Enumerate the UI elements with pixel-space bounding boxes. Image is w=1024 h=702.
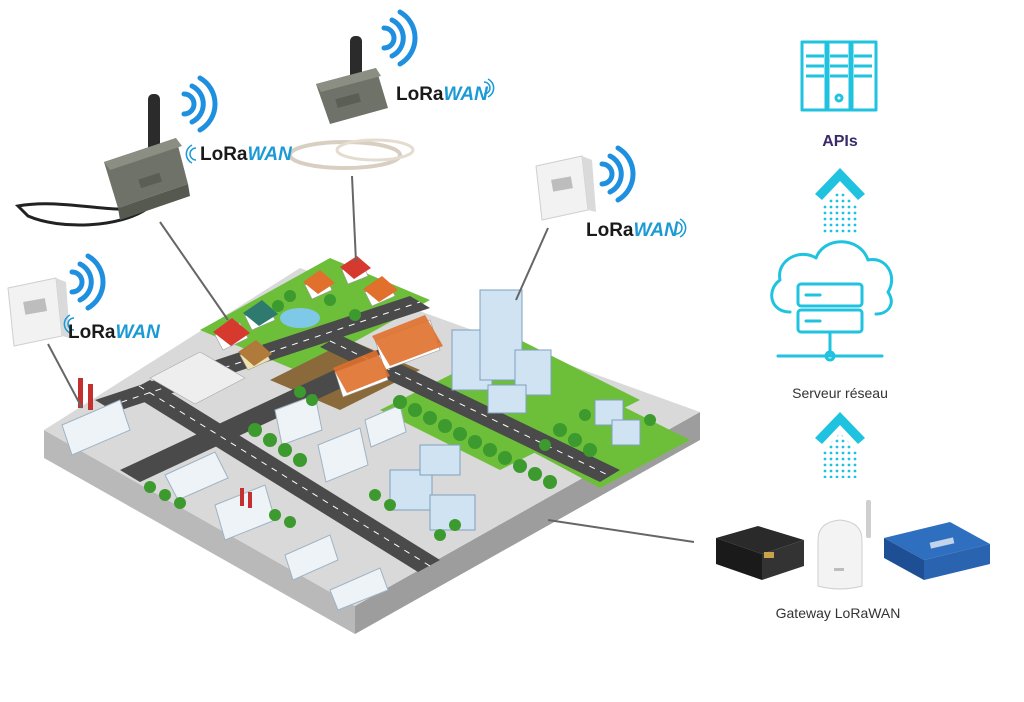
svg-text:LoRaWAN: LoRaWAN bbox=[396, 84, 489, 105]
wifi-signal-icon bbox=[381, 9, 418, 67]
svg-text:LoRaWAN: LoRaWAN bbox=[200, 144, 293, 165]
chevron-up-icon bbox=[815, 412, 865, 478]
lorawan-logo: LoRaWAN bbox=[396, 78, 495, 105]
wifi-signal-icon bbox=[181, 75, 218, 133]
connector-lines bbox=[47, 175, 695, 543]
wifi-signal-icon bbox=[69, 253, 106, 311]
sensor-device-3 bbox=[535, 155, 596, 221]
server-rack-icon bbox=[800, 40, 878, 112]
gateway-devices bbox=[716, 500, 990, 590]
gateway-label: Gateway LoRaWAN bbox=[776, 605, 901, 621]
svg-text:LoRaWAN: LoRaWAN bbox=[586, 220, 679, 241]
lorawan-logo: LoRaWAN bbox=[63, 314, 161, 343]
smart-city-illustration bbox=[44, 256, 700, 634]
wifi-signal-icon bbox=[599, 145, 636, 203]
lorawan-logo: LoRaWAN bbox=[586, 218, 687, 241]
lorawan-logo: LoRaWAN bbox=[185, 144, 293, 165]
sensor-device-4 bbox=[7, 277, 70, 347]
sensor-device-2 bbox=[288, 36, 415, 170]
cloud-server-icon bbox=[770, 240, 894, 362]
sensor-device-1 bbox=[14, 94, 190, 227]
apis-label: APIs bbox=[822, 133, 858, 150]
chevron-up-icon bbox=[815, 168, 865, 234]
network-server-label: Serveur réseau bbox=[792, 385, 888, 401]
svg-text:LoRaWAN: LoRaWAN bbox=[68, 322, 161, 343]
